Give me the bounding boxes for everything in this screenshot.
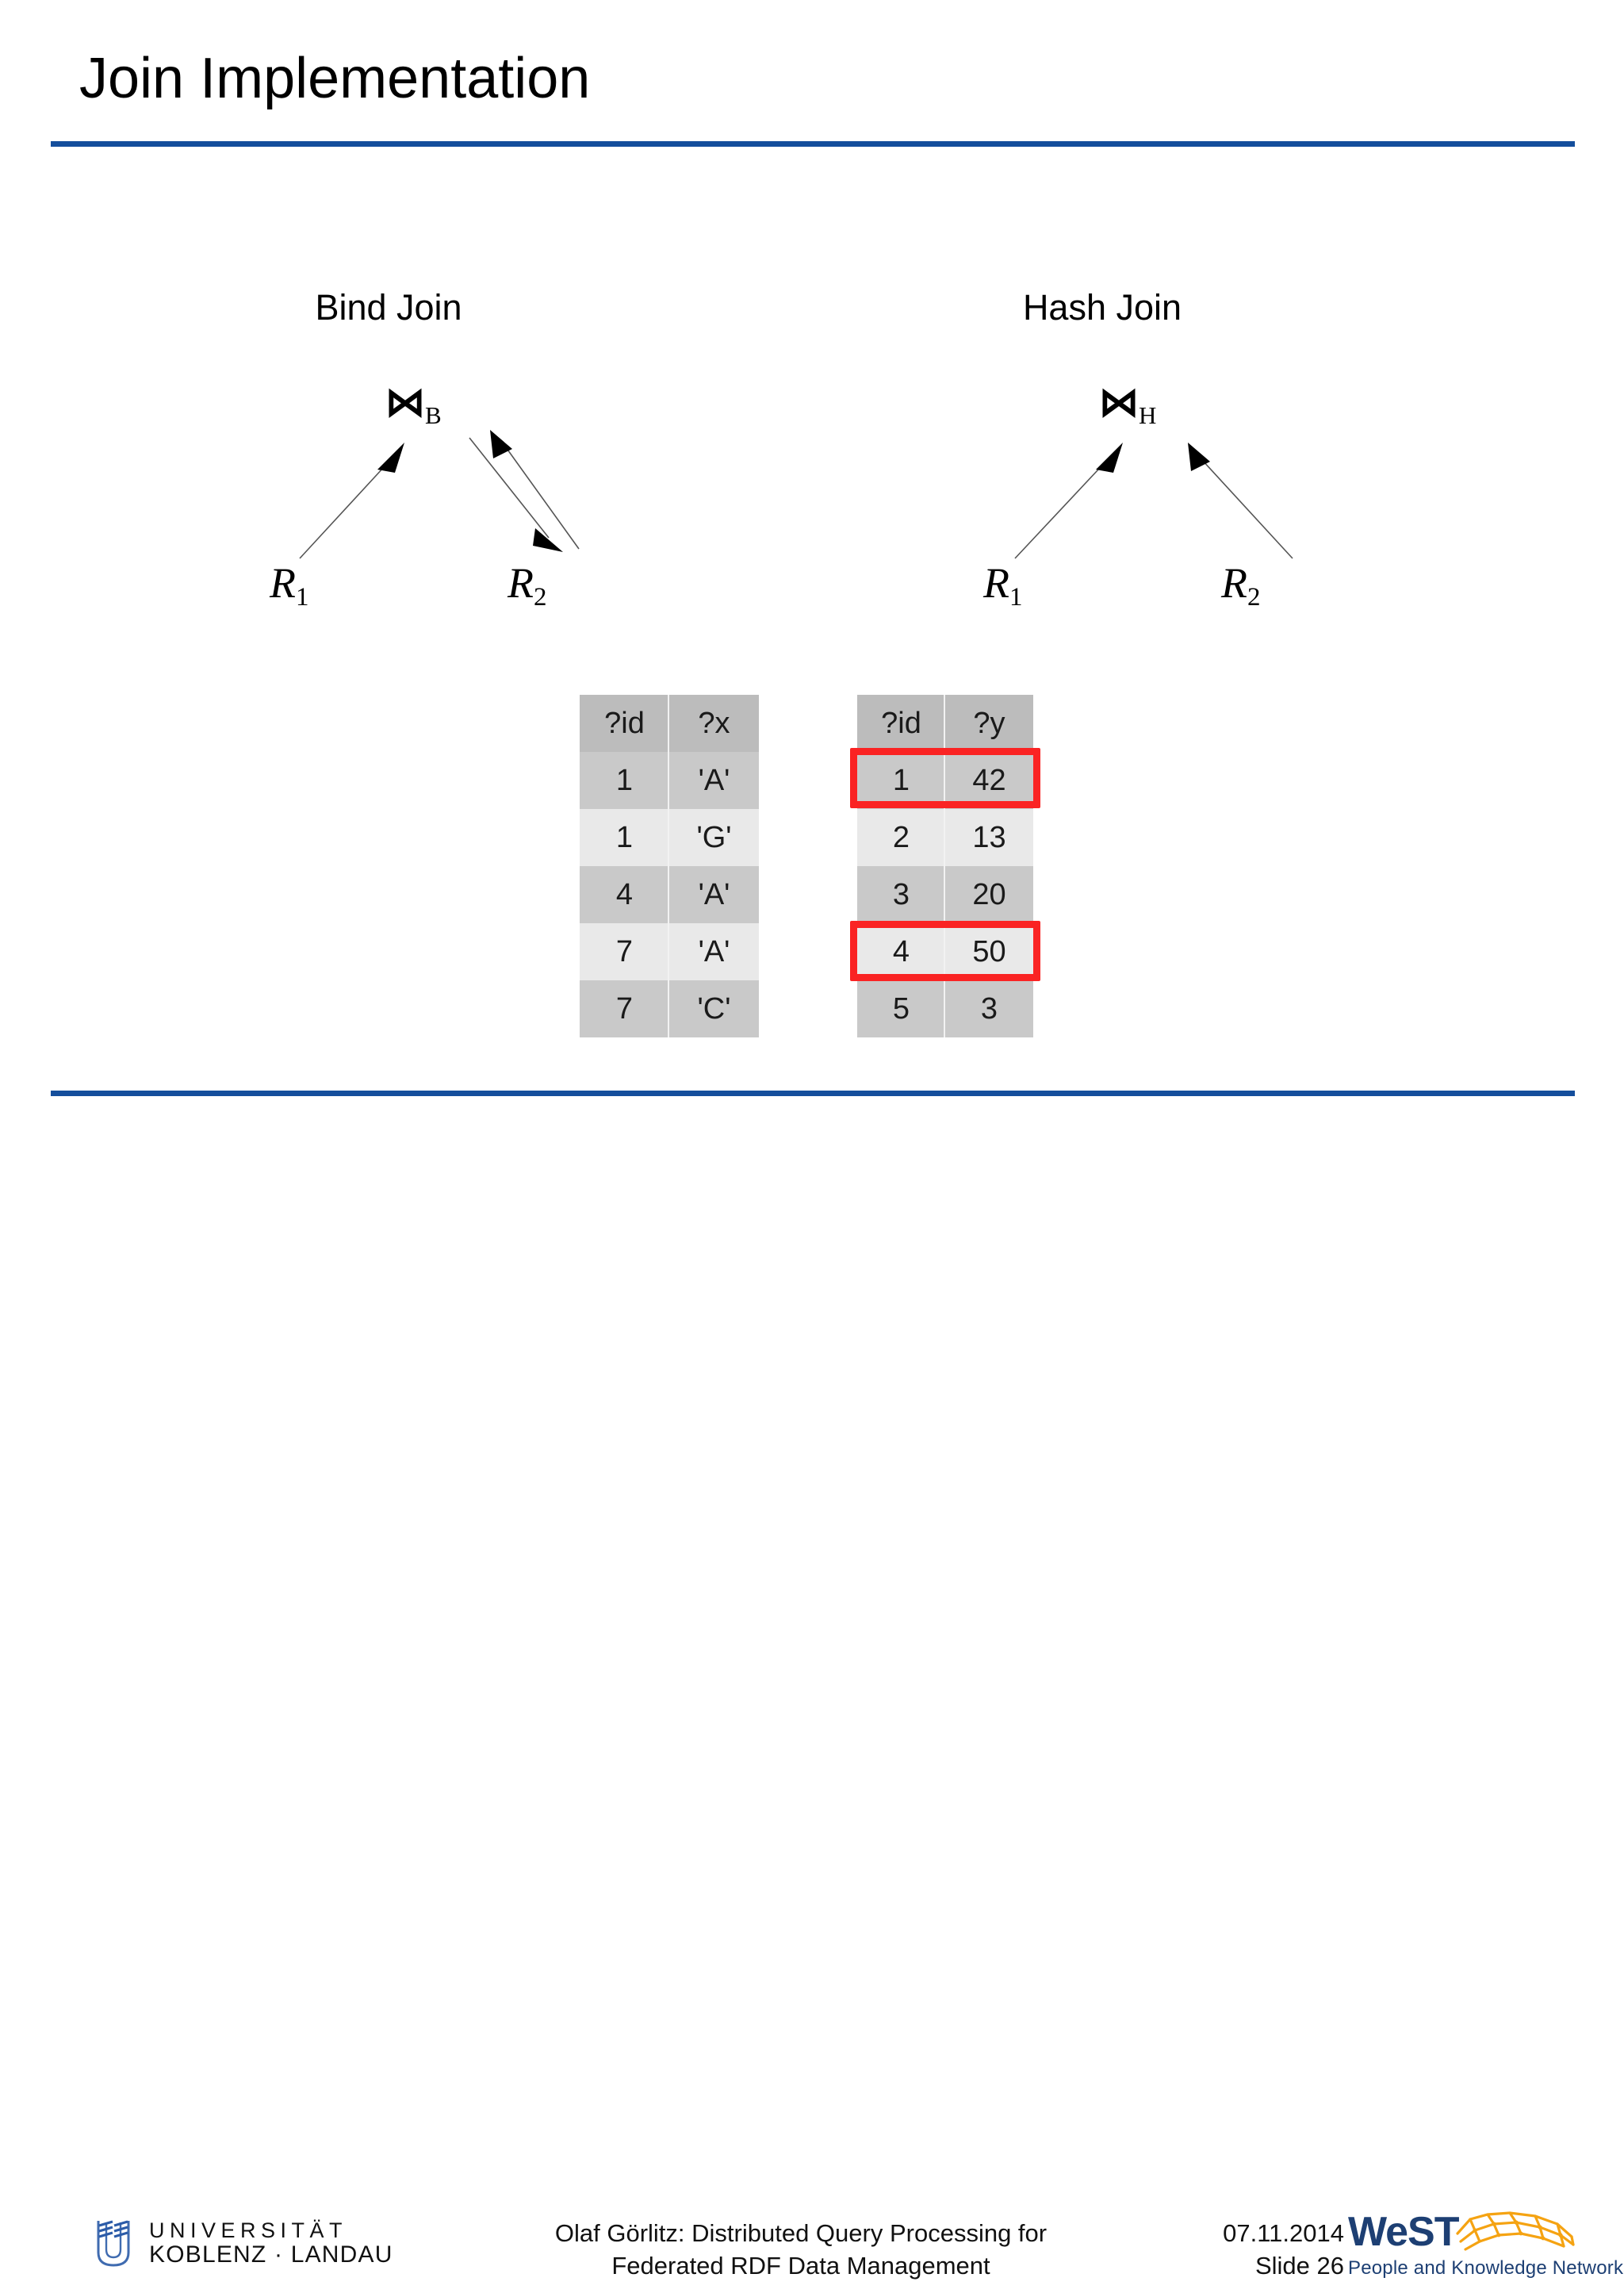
table-cell: 3 <box>857 866 945 923</box>
relation-letter: R <box>1221 559 1247 607</box>
relation-r1-table: ?id?x 1'A'1'G'4'A'7'A'7'C' <box>580 695 759 1037</box>
section-heading-hash-join: Hash Join <box>1022 287 1182 328</box>
table-cell: 3 <box>945 980 1033 1037</box>
table-cell: 1 <box>580 809 669 866</box>
table-header-row: ?id?y <box>857 695 1033 752</box>
bind-join-operator-subscript: B <box>425 401 442 429</box>
table-cell: 4 <box>857 923 945 980</box>
slide-footer: UNIVERSITÄT KOBLENZ · LANDAU Olaf Görlit… <box>0 1101 1624 2280</box>
relation-letter: R <box>508 559 534 607</box>
table-cell: 'A' <box>669 752 759 809</box>
section-heading-bind-join: Bind Join <box>315 287 462 328</box>
column-header-1: ?id <box>580 695 669 752</box>
west-tagline: People and Knowledge Networks <box>1348 2257 1624 2279</box>
table-cell: 4 <box>580 866 669 923</box>
hash-join-relation-r2: R2 <box>1221 562 1261 611</box>
relation-subscript: 1 <box>1009 582 1023 612</box>
hash-join-arrows <box>1014 443 1293 559</box>
hash-join-relation-r1: R1 <box>983 562 1023 611</box>
column-header-2: ?x <box>669 695 759 752</box>
table-cell: 2 <box>857 809 945 866</box>
bind-join-relation-r2: R2 <box>508 562 547 611</box>
hash-join-diagram: ⋈H R1 R2 <box>967 381 1348 635</box>
footer-date-and-slide: 07.11.2014 Slide 26 <box>1130 2218 1344 2283</box>
table-row: 1'G' <box>580 809 759 866</box>
table-cell: 20 <box>945 866 1033 923</box>
west-logo: WeST <box>1348 2209 1624 2293</box>
relation-letter: R <box>270 559 296 607</box>
table-cell: 50 <box>945 923 1033 980</box>
west-network-mesh-icon <box>1456 2211 1575 2251</box>
hash-join-operator-subscript: H <box>1139 401 1157 429</box>
join-bowtie-icon: ⋈ <box>385 380 425 424</box>
table-cell: 13 <box>945 809 1033 866</box>
column-header-2: ?y <box>945 695 1033 752</box>
table-row: 1'A' <box>580 752 759 809</box>
footer-title-line2: Federated RDF Data Management <box>611 2251 990 2280</box>
bind-join-relation-r1: R1 <box>270 562 309 611</box>
footer-divider <box>51 1091 1575 1096</box>
join-bowtie-icon: ⋈ <box>1099 380 1139 424</box>
table-row: 4'A' <box>580 866 759 923</box>
relation-subscript: 2 <box>534 582 547 612</box>
table-header: ?id?y <box>857 695 1033 752</box>
hash-join-operator-symbol: ⋈H <box>1099 382 1156 428</box>
footer-slide-number: Slide 26 <box>1254 2251 1344 2280</box>
table-cell: 1 <box>857 752 945 809</box>
table-row: 7'A' <box>580 923 759 980</box>
relation-subscript: 1 <box>296 582 309 612</box>
table-header: ?id?x <box>580 695 759 752</box>
relation-letter: R <box>983 559 1009 607</box>
footer-date: 07.11.2014 <box>1223 2219 1344 2247</box>
university-name-line1: UNIVERSITÄT <box>149 2218 348 2243</box>
table-cell: 5 <box>857 980 945 1037</box>
university-u-icon <box>97 2220 130 2267</box>
table-header-row: ?id?x <box>580 695 759 752</box>
table-cell: 'C' <box>669 980 759 1037</box>
relation-subscript: 2 <box>1247 582 1261 612</box>
west-wordmark: WeST <box>1348 2209 1460 2255</box>
title-divider <box>51 141 1575 147</box>
table-body: 1'A'1'G'4'A'7'A'7'C' <box>580 752 759 1037</box>
table-cell: 'G' <box>669 809 759 866</box>
page-title: Join Implementation <box>79 47 591 110</box>
column-header-1: ?id <box>857 695 945 752</box>
table-cell: 'A' <box>669 866 759 923</box>
table-cell: 7 <box>580 980 669 1037</box>
university-wordmark: UNIVERSITÄT KOBLENZ · LANDAU <box>149 2219 393 2268</box>
table-row: 7'C' <box>580 980 759 1037</box>
university-logo: UNIVERSITÄT KOBLENZ · LANDAU <box>89 2218 393 2270</box>
table-cell: 7 <box>580 923 669 980</box>
university-name-line2: KOBLENZ · LANDAU <box>149 2241 393 2268</box>
bind-join-operator-symbol: ⋈B <box>385 382 442 428</box>
table-cell: 42 <box>945 752 1033 809</box>
table-cell: 'A' <box>669 923 759 980</box>
bind-join-arrows <box>299 430 580 559</box>
footer-presentation-title: Olaf Görlitz: Distributed Query Processi… <box>492 2218 1110 2283</box>
footer-title-line1: Olaf Görlitz: Distributed Query Processi… <box>554 2219 1048 2247</box>
table-cell: 1 <box>580 752 669 809</box>
bind-join-diagram: ⋈B R1 R2 <box>254 381 634 635</box>
